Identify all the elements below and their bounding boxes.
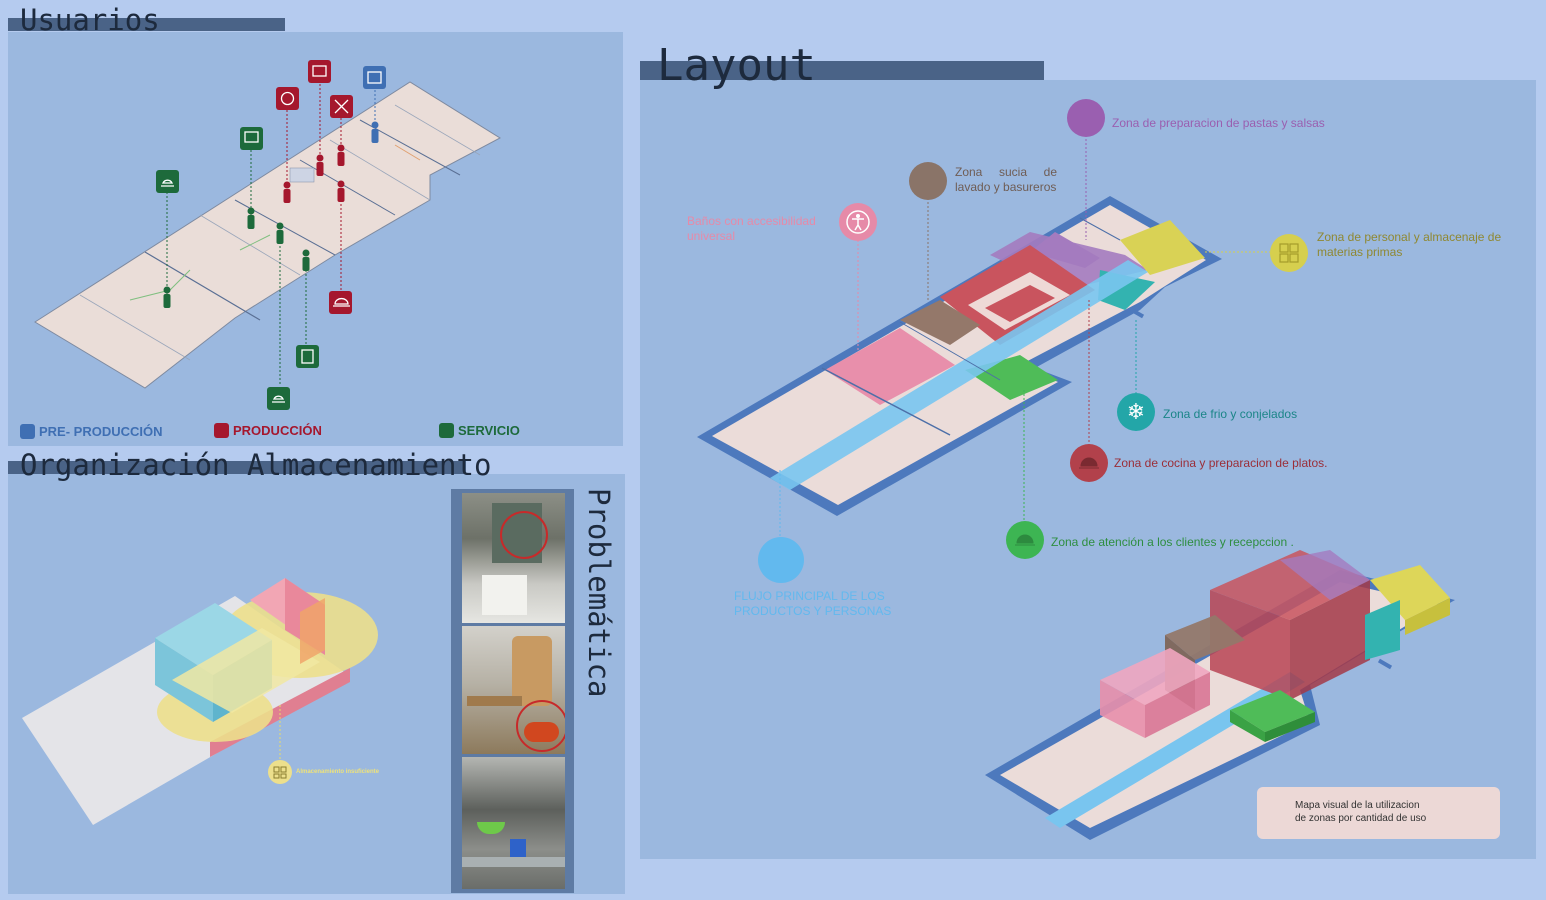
chef-hat-icon xyxy=(1006,521,1044,559)
layout-title-bar xyxy=(640,61,1044,80)
almacenamiento-title-bar xyxy=(8,461,466,474)
legend-label: PRODUCCIÓN xyxy=(233,423,322,438)
almacenamiento-title: Organización Almacenamiento xyxy=(20,448,492,482)
layout-title: Layout xyxy=(657,40,816,91)
zone-label-atencion: Zona de atención a los clientes y recepc… xyxy=(1051,535,1294,549)
pastas-zone-icon xyxy=(1067,99,1105,137)
photo-bowl xyxy=(477,822,505,834)
legend-swatch xyxy=(214,423,229,438)
legend-swatch xyxy=(20,424,35,439)
zone-label-cocina: Zona de cocina y preparacion de platos. xyxy=(1114,456,1328,470)
zone-label-banos: Baños con accesibilidad universal xyxy=(687,214,816,243)
zone-label-flujo: FLUJO PRINCIPAL DE LOS PRODUCTOS Y PERSO… xyxy=(734,589,892,618)
kitchen-photo-2 xyxy=(462,626,565,754)
zone-label-pastas: Zona de preparacion de pastas y salsas xyxy=(1112,116,1325,130)
photo-sack xyxy=(512,636,552,706)
photo-table xyxy=(467,696,522,706)
map-note: Mapa visual de la utilizacion de zonas p… xyxy=(1257,787,1500,839)
problematica-title: Problemática xyxy=(582,488,616,698)
cloche-icon xyxy=(1070,444,1108,482)
legend-produccion: PRODUCCIÓN xyxy=(214,423,322,438)
kitchen-photo-3 xyxy=(462,757,565,889)
problem-circle xyxy=(500,511,548,559)
flujo-principal-marker xyxy=(758,537,804,583)
zone-label-lavado: Zona sucia de lavado y basureros xyxy=(955,165,1057,194)
photo-container xyxy=(510,839,526,861)
legend-label: PRE- PRODUCCIÓN xyxy=(39,424,163,439)
accessibility-icon xyxy=(839,203,877,241)
zone-label-frio: Zona de frio y conjelados xyxy=(1163,407,1298,421)
snowflake-icon: ❄ xyxy=(1117,393,1155,431)
kitchen-photo-1 xyxy=(462,493,565,623)
legend-swatch xyxy=(439,423,454,438)
photo-fridge xyxy=(482,575,527,615)
usuarios-panel xyxy=(8,32,623,446)
zone-label-personal: Zona de personal y almacenaje de materia… xyxy=(1317,230,1502,259)
storage-boxes-icon xyxy=(1270,234,1308,272)
usuarios-title-bar xyxy=(8,18,285,31)
usuarios-title: Usuarios xyxy=(20,3,160,37)
legend-servicio: SERVICIO xyxy=(439,423,520,438)
photo-counter xyxy=(462,857,565,867)
lavado-zone-icon xyxy=(909,162,947,200)
legend-pre-produccion: PRE- PRODUCCIÓN xyxy=(20,424,163,439)
legend-label: SERVICIO xyxy=(458,423,520,438)
almacenamiento-note: Almacenamiento insuficiente xyxy=(296,769,380,775)
problem-circle xyxy=(516,700,565,752)
